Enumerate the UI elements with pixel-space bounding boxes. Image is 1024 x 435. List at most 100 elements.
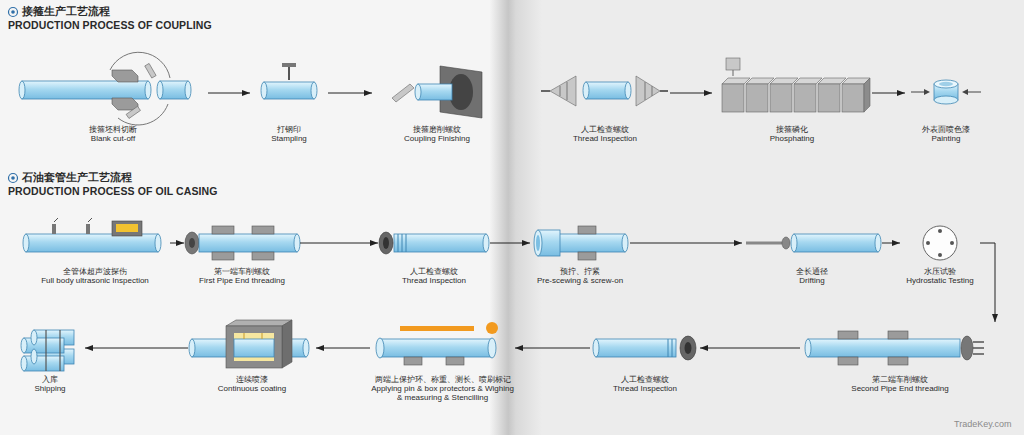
pressure-gauge — [923, 226, 957, 260]
thread-gauge-figure — [593, 339, 599, 357]
step-label-zh: 人工检查螺纹 — [540, 125, 670, 134]
thread-gauge-figure — [406, 234, 407, 252]
section-heading: 石油套管生产工艺流程 — [22, 171, 132, 185]
painting-figure — [939, 82, 953, 86]
marking-figure — [404, 357, 422, 365]
thread-gauge-figure — [383, 237, 389, 249]
finishing-figure — [415, 84, 421, 100]
threading-figure — [294, 234, 300, 252]
process-step: 全长通径Drifting — [742, 220, 882, 288]
threading-figure — [808, 339, 960, 357]
step-label-zh: 全长通径 — [742, 267, 882, 276]
threading-figure — [252, 252, 274, 260]
phosphating-tanks — [794, 84, 816, 112]
pipe-bundle — [45, 330, 46, 371]
thread-gauge-figure — [636, 76, 660, 106]
step-label-zh: 外表面喷色漆 — [905, 125, 987, 134]
coating-booth — [226, 320, 292, 326]
phosphating-tanks — [746, 84, 768, 112]
painting-figure — [934, 80, 958, 88]
phosphating-tanks — [722, 84, 744, 112]
section-heading: PRODUCTION PROCESS OF OIL CASING — [8, 185, 218, 197]
process-step: 第二端车削螺纹Second Pipe End threading — [800, 322, 1000, 396]
phosphating-tanks — [818, 84, 840, 112]
process-step: 第一端车削螺纹First Pipe End threading — [184, 220, 300, 288]
thread-gauge-figure — [652, 86, 653, 96]
drifting-figure — [746, 242, 782, 245]
threading-figure — [888, 331, 908, 339]
flow-arrow — [490, 243, 530, 244]
ultrasonic-figure — [54, 218, 58, 222]
flow-arrow — [700, 348, 800, 349]
thread-gauge-figure — [672, 339, 673, 357]
section-heading: 接箍生产工艺流程 — [22, 5, 110, 19]
thread-gauge-figure — [402, 234, 403, 252]
thread-gauge-figure — [625, 82, 631, 99]
step-label-zh: 连续喷漆 — [188, 375, 316, 384]
painting-figure — [911, 92, 926, 93]
marking-figure — [486, 322, 498, 334]
thread-gauge-figure — [583, 82, 589, 99]
painting-figure — [934, 96, 958, 104]
coating-booth — [244, 333, 245, 339]
step-label-zh: 接箍磨削螺纹 — [372, 125, 502, 134]
thread-gauge-figure — [567, 82, 568, 100]
pipe-bundle — [59, 330, 60, 371]
finishing-figure — [392, 66, 482, 118]
screw-on-figure — [534, 230, 542, 256]
illustration-area — [370, 322, 515, 374]
cutoff-figure — [145, 63, 156, 78]
pipe-bundle — [24, 338, 64, 353]
flow-arrow — [515, 348, 590, 349]
phosphating-tanks — [864, 78, 870, 112]
flow-arrow — [980, 243, 995, 322]
flow-arrow — [300, 243, 378, 244]
pressure-gauge — [926, 241, 930, 245]
thread-gauge-figure — [593, 336, 696, 360]
pipe-bundle — [24, 356, 64, 371]
painting-figure — [966, 92, 981, 93]
step-label-en: Shipping — [15, 384, 85, 393]
page-gutter — [490, 0, 542, 435]
threading-figure — [199, 234, 297, 252]
ultrasonic-figure — [52, 224, 56, 234]
threading-figure — [838, 357, 858, 365]
ultrasonic-figure — [26, 234, 158, 252]
threading-figure — [888, 357, 908, 365]
step-label-en: Second Pipe End threading — [800, 384, 1000, 393]
step-label-en: Full body ultrasonic Inspection — [20, 276, 170, 285]
threading-figure — [212, 226, 234, 234]
illustration-area — [800, 322, 1000, 374]
screw-on-figure — [578, 226, 596, 234]
step-label-zh: 入库 — [15, 375, 85, 384]
painting-figure — [924, 89, 930, 95]
ultrasonic-figure — [86, 224, 90, 234]
pipe-bundle — [21, 356, 27, 371]
phosphating-tanks — [842, 84, 864, 112]
screw-on-figure — [578, 252, 596, 260]
step-label-en: Stampling — [250, 134, 328, 143]
marking-figure — [380, 339, 492, 357]
stamping-figure — [264, 82, 314, 99]
phosphating-tanks — [794, 78, 822, 84]
process-step: 人工检查螺纹Thread Inspection — [378, 220, 490, 288]
threading-figure — [185, 226, 300, 260]
illustration-area — [900, 220, 980, 266]
step-label-zh: 两端上保护环、称重、测长、喷刷标记 — [370, 375, 515, 384]
threading-figure — [973, 341, 984, 343]
illustration-area — [372, 62, 502, 124]
flow-arrow — [316, 348, 370, 349]
flow-arrow — [872, 93, 905, 94]
step-label-en: Phosphating — [712, 134, 872, 143]
pressure-gauge — [923, 226, 957, 260]
illustration-area — [540, 62, 670, 124]
step-label-zh: 全管体超声波探伤 — [20, 267, 170, 276]
stamping-figure — [288, 67, 290, 80]
thread-gauge-figure — [398, 234, 399, 252]
flow-arrow — [630, 243, 742, 244]
step-label-zh: 预拧、拧紧 — [530, 267, 630, 276]
threading-figure — [961, 336, 973, 360]
threading-figure — [189, 238, 195, 248]
